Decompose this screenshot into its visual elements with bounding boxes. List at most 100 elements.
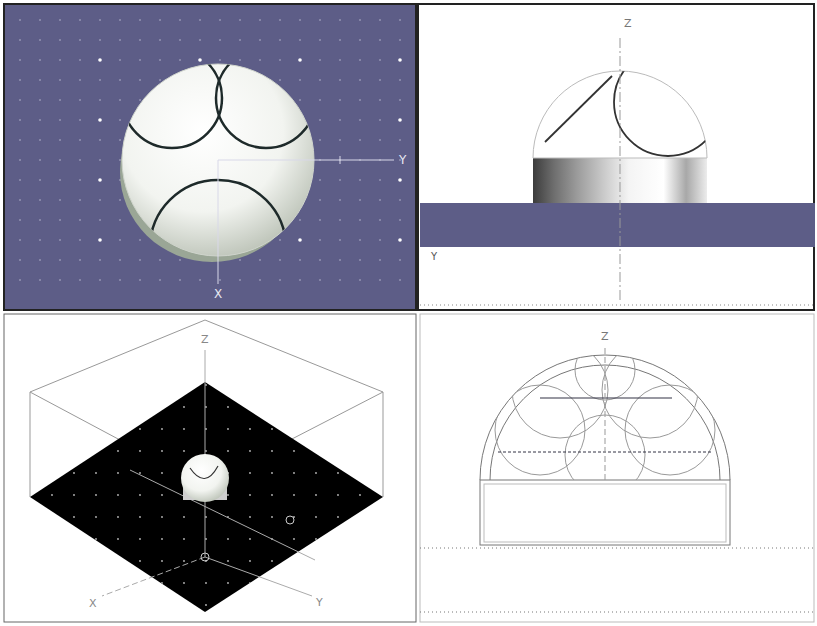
grid-dot <box>29 560 31 562</box>
grid-dot <box>98 238 102 242</box>
grid-dot <box>139 560 141 562</box>
grid-dot <box>95 384 97 386</box>
grid-dot <box>315 560 317 562</box>
seam-curves <box>190 466 218 479</box>
grid-dot <box>379 239 381 241</box>
grid-dot <box>319 59 321 61</box>
grid-dot <box>29 538 31 540</box>
grid-dot <box>98 58 102 62</box>
grid-dot <box>139 494 141 496</box>
grid-dot <box>399 19 401 21</box>
grid-dot <box>99 79 101 81</box>
grid-dot <box>99 219 101 221</box>
grid-dot <box>95 406 97 408</box>
grid-dot <box>19 119 21 121</box>
grid-dot <box>117 582 119 584</box>
grid-dot <box>271 450 273 452</box>
grid-dot <box>183 604 185 606</box>
grid-dot <box>117 428 119 430</box>
grid-dot <box>315 516 317 518</box>
grid-dot <box>19 59 21 61</box>
grid-dot <box>73 406 75 408</box>
grid-dot <box>51 494 53 496</box>
grid-dot <box>59 199 61 201</box>
grid-dot <box>337 384 339 386</box>
grid-dot <box>249 472 251 474</box>
grid-dot <box>219 59 221 61</box>
grid-dot <box>359 59 361 61</box>
grid-dot <box>399 79 401 81</box>
grid-dot <box>183 560 185 562</box>
grid-dot <box>39 199 41 201</box>
grid-dot <box>39 159 41 161</box>
grid-dot <box>161 406 163 408</box>
grid-dot <box>159 279 161 281</box>
grid-dot <box>183 450 185 452</box>
grid-dot <box>73 384 75 386</box>
grid-dot <box>29 384 31 386</box>
viewport-top <box>4 4 416 310</box>
grid-dot <box>95 560 97 562</box>
grid-dot <box>249 428 251 430</box>
grid-dot <box>59 279 61 281</box>
grid-dot <box>51 604 53 606</box>
grid-dot <box>183 406 185 408</box>
grid-dot <box>139 239 141 241</box>
seam-curves <box>545 48 722 156</box>
grid-dot <box>139 516 141 518</box>
grid-dot <box>161 538 163 540</box>
grid-dot <box>199 19 201 21</box>
grid-dot <box>59 219 61 221</box>
grid-dot <box>359 79 361 81</box>
grid-dot <box>359 604 361 606</box>
grid-dot <box>249 384 251 386</box>
grid-dot <box>59 79 61 81</box>
grid-dot <box>319 119 321 121</box>
grid-dot <box>279 79 281 81</box>
grid-dot <box>79 99 81 101</box>
grid-dot <box>359 119 361 121</box>
grid-dot <box>51 472 53 474</box>
grid-dot <box>398 238 402 242</box>
grid-dot <box>293 582 295 584</box>
axis-line <box>205 557 312 596</box>
grid-dot <box>259 279 261 281</box>
grid-dot <box>29 406 31 408</box>
grid-dot <box>227 384 229 386</box>
grid-dot <box>381 406 383 408</box>
seam-curves <box>495 340 715 495</box>
grid-dot <box>119 79 121 81</box>
grid-dot <box>279 59 281 61</box>
grid-dot <box>73 516 75 518</box>
grid-dot <box>39 139 41 141</box>
grid-dot <box>73 494 75 496</box>
grid-dot <box>293 494 295 496</box>
grid-dot <box>79 39 81 41</box>
grid-dot <box>359 19 361 21</box>
grid-dot <box>139 259 141 261</box>
grid-dot <box>19 179 21 181</box>
grid-dot <box>139 39 141 41</box>
grid-dot <box>315 538 317 540</box>
grid-dot <box>183 538 185 540</box>
grid-dot <box>51 560 53 562</box>
grid-dot <box>239 39 241 41</box>
grid-dot <box>319 199 321 201</box>
grid-dot <box>339 99 341 101</box>
grid-dot <box>293 472 295 474</box>
grid-dot <box>117 538 119 540</box>
grid-dot <box>117 604 119 606</box>
grid-dot <box>79 19 81 21</box>
grid-dot <box>79 279 81 281</box>
grid-dot <box>199 39 201 41</box>
grid-dot <box>119 199 121 201</box>
grid-dot <box>381 472 383 474</box>
grid-dot <box>39 59 41 61</box>
grid-dot <box>359 494 361 496</box>
grid-dot <box>98 118 102 122</box>
grid-dot <box>399 99 401 101</box>
grid-dot <box>73 428 75 430</box>
grid-dot <box>227 560 229 562</box>
